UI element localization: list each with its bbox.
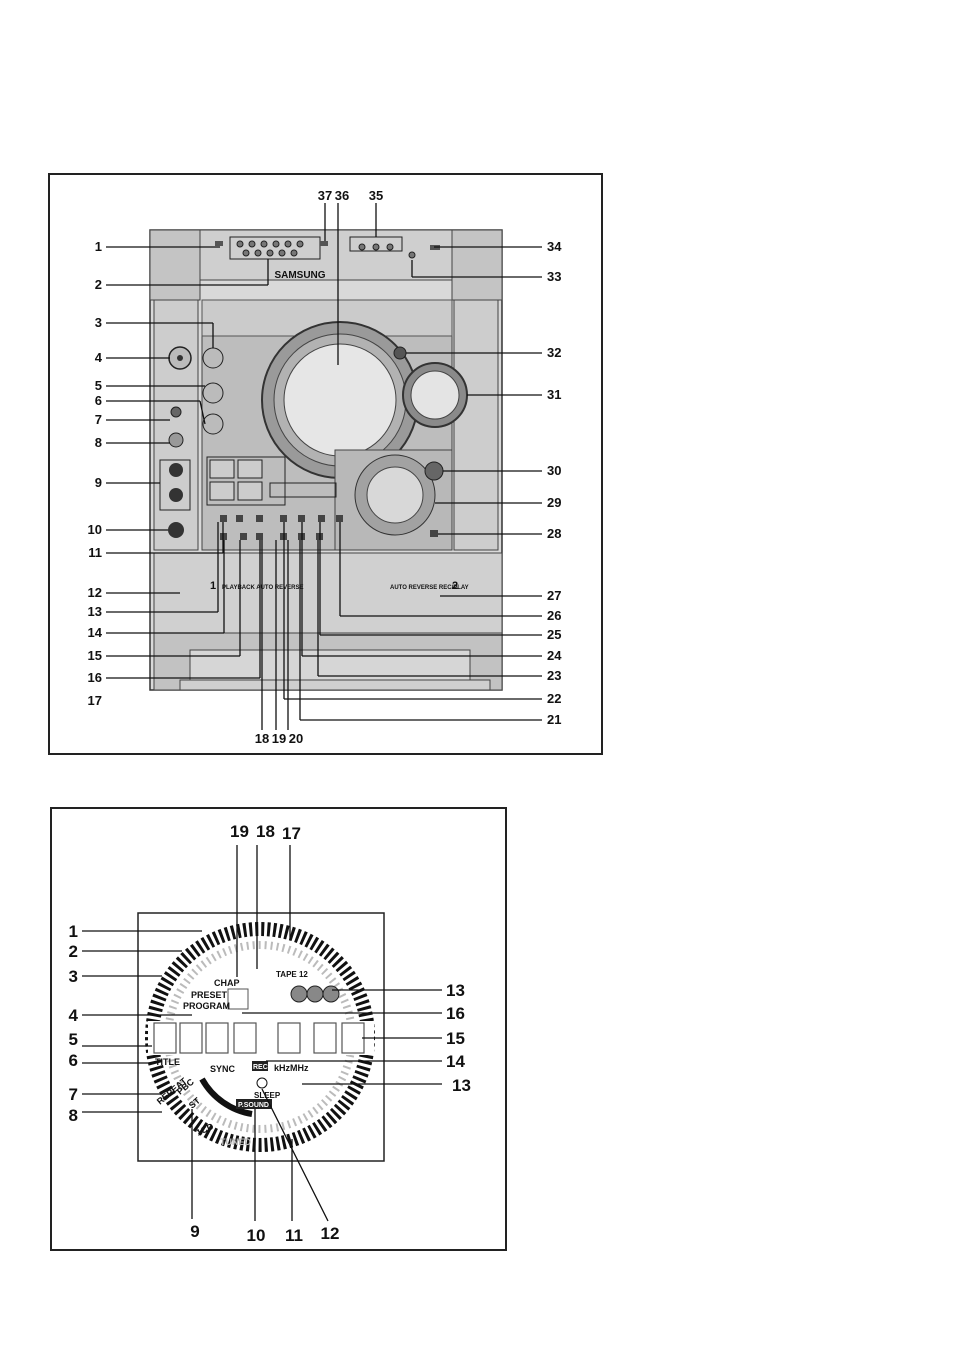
callout-8: 8 [95,435,102,450]
callout-27: 27 [547,588,561,603]
khzmhz-indicator: kHzMHz [274,1063,309,1073]
callout-21: 21 [547,712,561,727]
callout-2: 2 [95,277,102,292]
disp-callout-11: 11 [285,1226,303,1245]
deck1-text: PLAYBACK AUTO REVERSE [222,585,303,591]
disp-callout-12: 12 [321,1224,340,1243]
callout-14: 14 [88,625,103,640]
callout-6: 6 [95,393,102,408]
title-indicator: TITLE [155,1057,180,1067]
callout-20: 20 [289,731,303,746]
brand-logo: SAMSUNG [274,270,325,281]
preset-indicator: PRESET [191,990,228,1000]
disp-callout-10: 10 [247,1226,266,1245]
disp-callout-19: 19 [230,822,249,841]
tape-indicator: TAPE 12 [276,970,308,979]
callout-16: 16 [88,670,102,685]
disp-callout-2: 2 [69,942,78,961]
callout-36: 36 [335,188,349,203]
callout-26: 26 [547,608,561,623]
callout-35: 35 [369,188,383,203]
callout-3: 3 [95,315,102,330]
callout-7: 7 [95,412,102,427]
callout-33: 33 [547,269,561,284]
chap-indicator: CHAP [214,978,240,988]
callout-12: 12 [88,585,102,600]
callout-28: 28 [547,526,561,541]
callout-4: 4 [95,350,103,365]
disp-callout-16: 16 [446,1004,465,1023]
disp-callout-18: 18 [256,822,275,841]
sync-indicator: SYNC [210,1064,236,1074]
disp-callout-17: 17 [282,824,301,843]
callout-10: 10 [88,522,102,537]
disp-callout-8: 8 [69,1106,78,1125]
rec-indicator: REC [253,1064,268,1071]
disp-callout-7: 7 [69,1085,78,1104]
disp-callout-1: 1 [69,922,78,941]
callout-29: 29 [547,495,561,510]
disp-callout-3: 3 [69,967,78,986]
callout-9: 9 [95,475,102,490]
display-diagram: CHAP TAPE 12 PRESET PROGRAM TITLE SYNC R… [50,807,507,1251]
front-panel-drawing: SAMSUNG 1 PLAYBACK AUTO REVERSE AUTO REV… [50,175,601,753]
callout-15: 15 [88,648,102,663]
callout-34: 34 [547,239,562,254]
disp-callout-9: 9 [190,1222,199,1241]
disp-callout-15: 15 [446,1029,465,1048]
disp-callout-5: 5 [69,1030,78,1049]
callout-24: 24 [547,648,562,663]
disp-callout-4: 4 [69,1006,79,1025]
callout-5: 5 [95,378,102,393]
callout-31: 31 [547,387,561,402]
callout-37: 37 [318,188,332,203]
callout-22: 22 [547,691,561,706]
disp-callout-6: 6 [69,1051,78,1070]
disp-callout-13a: 13 [446,981,465,1000]
callout-18: 18 [255,731,269,746]
callout-30: 30 [547,463,561,478]
callout-23: 23 [547,668,561,683]
callout-17: 17 [88,693,102,708]
deck1-number: 1 [210,580,216,592]
callout-32: 32 [547,345,561,360]
tuned-indicator: TUNED [220,1137,251,1147]
display-drawing: CHAP TAPE 12 PRESET PROGRAM TITLE SYNC R… [52,809,505,1249]
psound-indicator: P.SOUND [238,1102,269,1109]
callout-11: 11 [88,545,102,560]
front-panel-diagram: SAMSUNG 1 PLAYBACK AUTO REVERSE AUTO REV… [48,173,603,755]
program-indicator: PROGRAM [183,1001,230,1011]
callout-1: 1 [95,239,102,254]
disp-callout-14: 14 [446,1052,465,1071]
callout-13: 13 [88,604,102,619]
disp-callout-13b: 13 [452,1076,471,1095]
deck2-number: 2 [452,580,458,592]
callout-19: 19 [272,731,286,746]
callout-25: 25 [547,627,561,642]
